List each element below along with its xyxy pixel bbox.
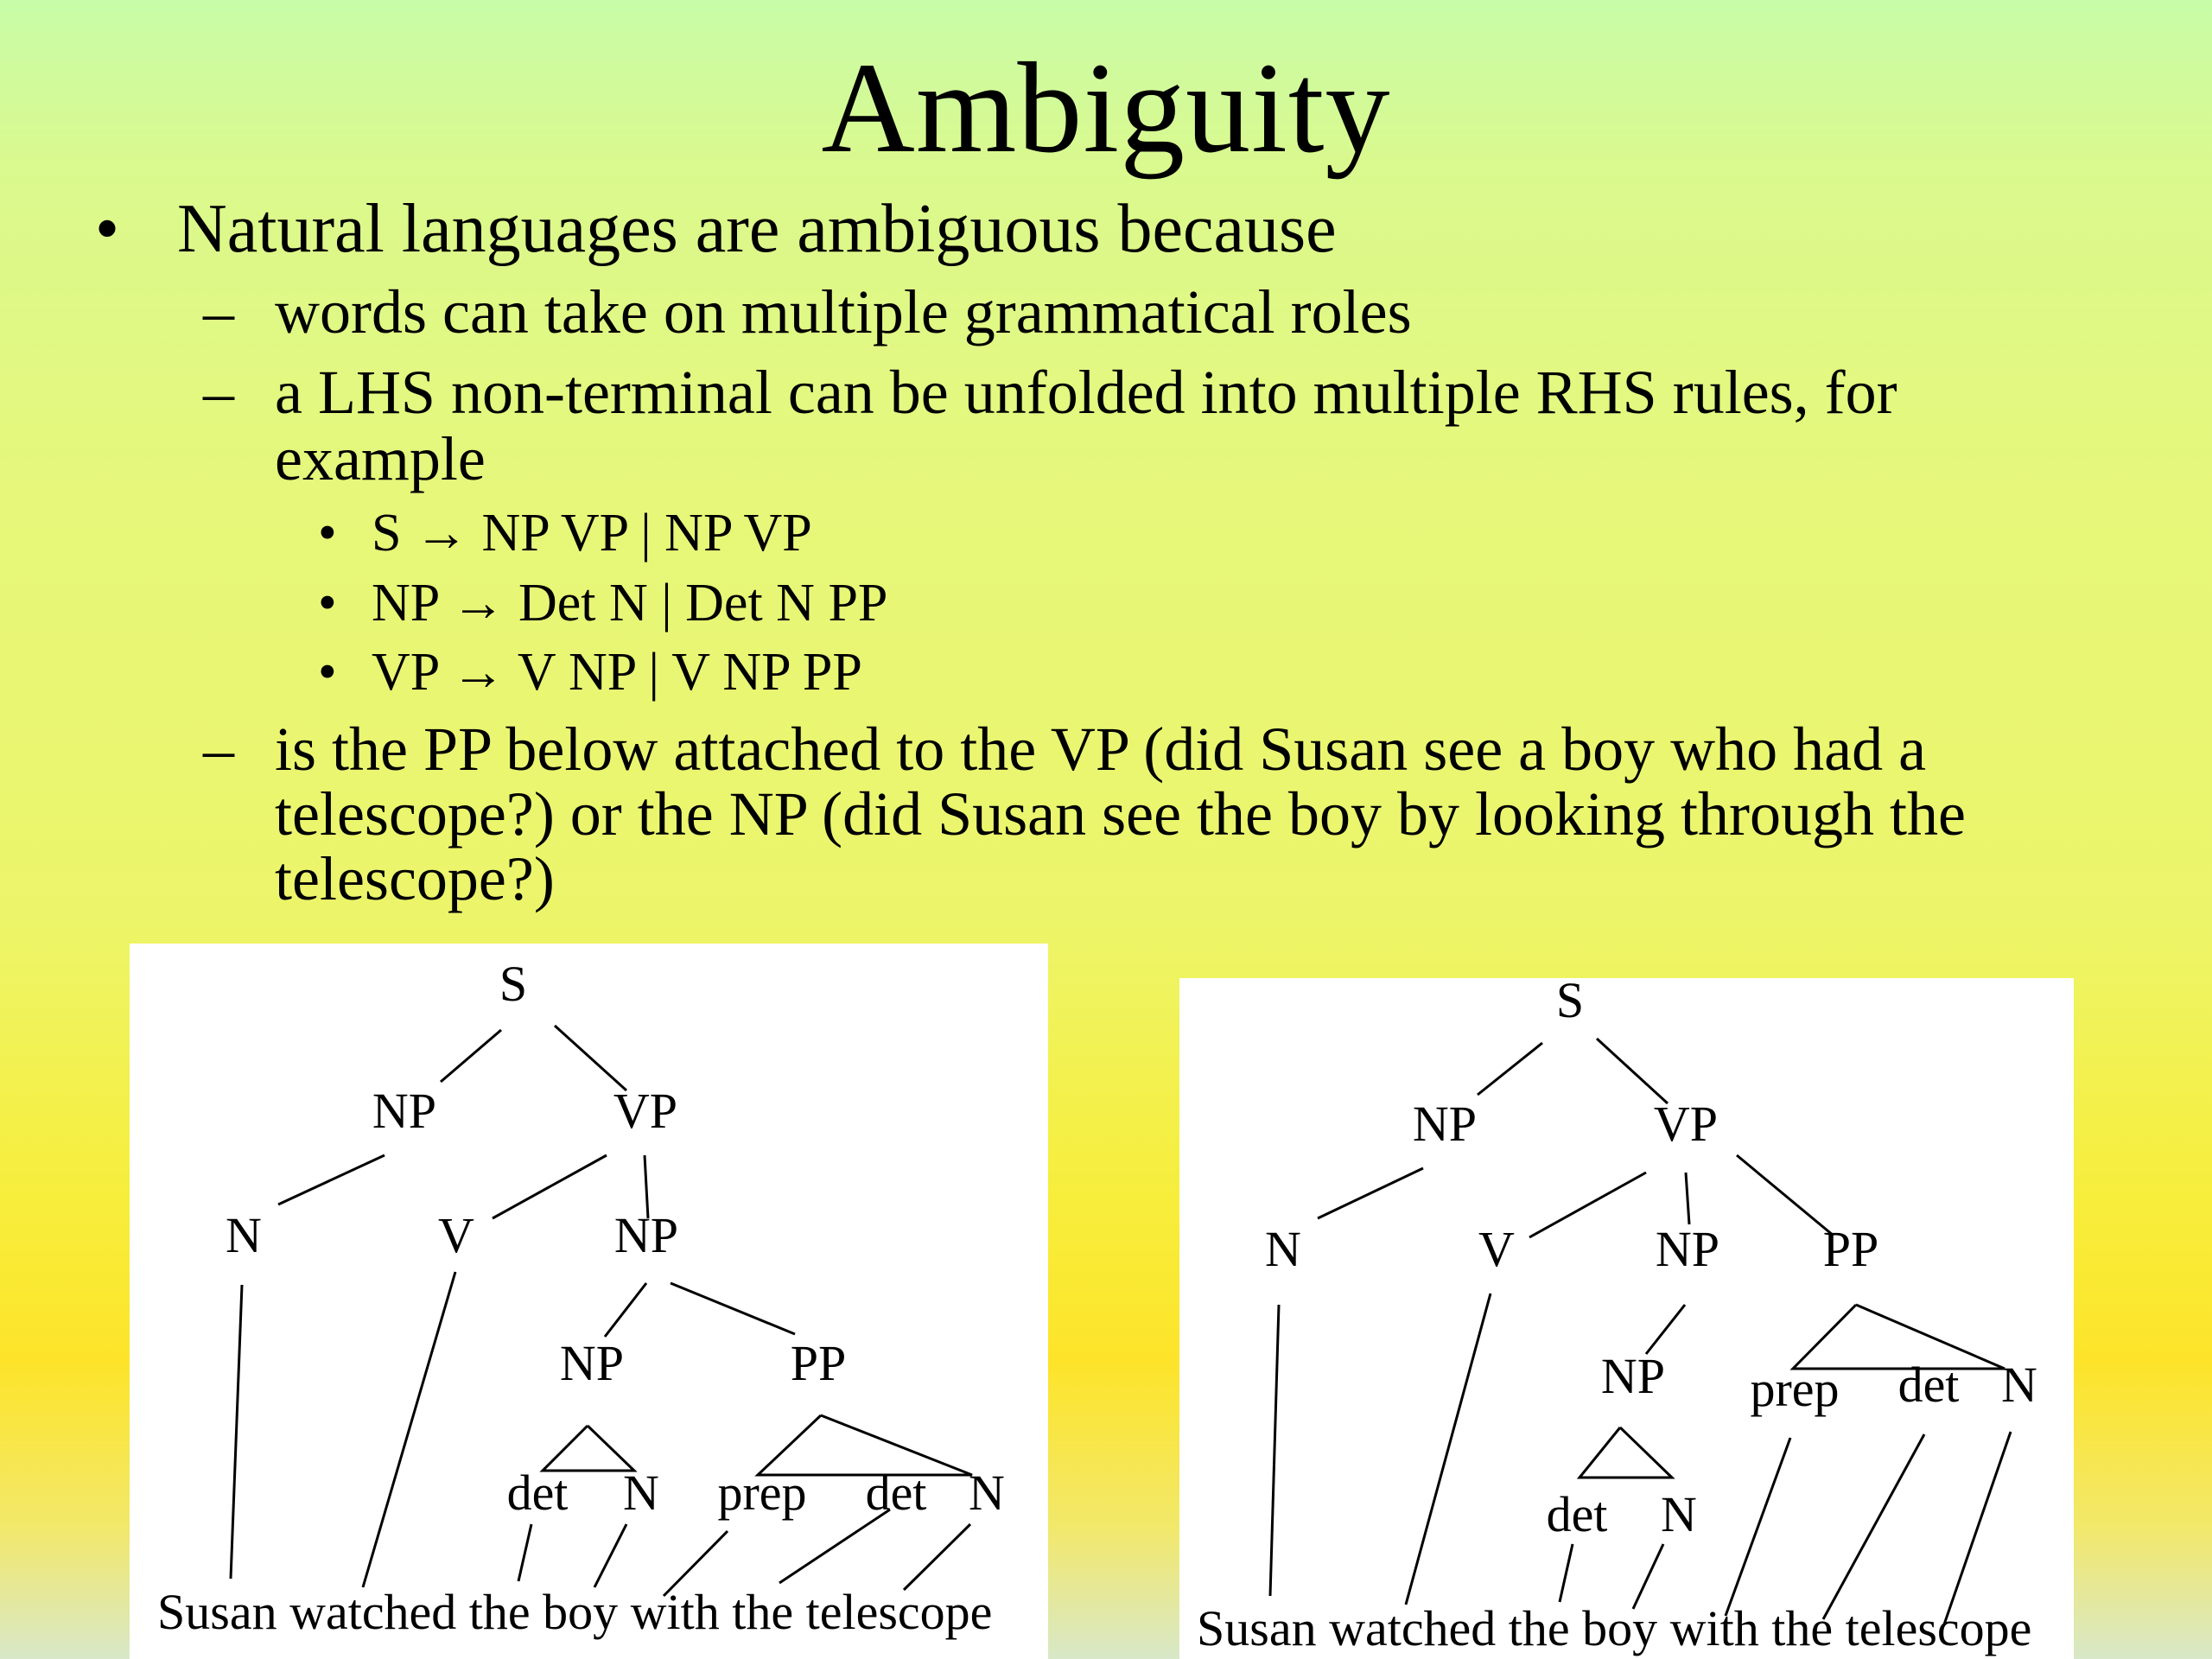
- tree-sentence: Susan watched the boy with the telescope: [1197, 1600, 2031, 1656]
- node-label: det: [507, 1465, 569, 1521]
- node-label: NP: [1413, 1096, 1477, 1152]
- slide-title: Ambiguity: [821, 36, 1391, 180]
- tree-edges: [229, 1024, 973, 1598]
- small-bullet-glyph: •: [318, 574, 337, 632]
- node-label: N: [2001, 1357, 2037, 1413]
- node-label: det: [1547, 1486, 1608, 1542]
- sub-bullet-words: words can take on multiple grammatical r…: [275, 277, 1412, 346]
- parse-tree-left-svg: S NP VP N V NP NP PP det N prep det N Su…: [157, 956, 1005, 1640]
- node-label: N: [1265, 1221, 1301, 1277]
- node-label: PP: [791, 1335, 847, 1391]
- rule-vp: VP → V NP | V NP PP: [372, 643, 862, 702]
- sub-bullet-lhs: a LHS non-terminal can be unfolded into …: [275, 358, 1897, 427]
- node-label: V: [438, 1207, 474, 1263]
- node-label: VP: [613, 1083, 677, 1139]
- rule-s: S → NP VP | NP VP: [372, 504, 812, 563]
- parse-tree-left: S NP VP N V NP NP PP det N prep det N Su…: [130, 944, 1048, 1659]
- question-line-2: telescope?) or the NP (did Susan see the…: [275, 779, 1966, 849]
- dash-glyph: –: [203, 715, 234, 784]
- node-label: N: [623, 1465, 659, 1521]
- node-label: S: [499, 956, 527, 1012]
- bullet-glyph: •: [95, 191, 120, 267]
- node-label: det: [1898, 1357, 1960, 1413]
- node-label: V: [1478, 1221, 1515, 1277]
- small-bullet-glyph: •: [318, 504, 337, 563]
- node-label: N: [969, 1465, 1005, 1521]
- node-label: NP: [1601, 1348, 1665, 1404]
- node-label: NP: [1656, 1221, 1719, 1277]
- tree-sentence: Susan watched the boy with the telescope: [157, 1584, 992, 1640]
- small-bullet-glyph: •: [318, 643, 337, 702]
- node-label: NP: [614, 1207, 678, 1263]
- rule-np: NP → Det N | Det N PP: [372, 574, 888, 632]
- sub-bullet-lhs-cont: example: [275, 424, 486, 493]
- dash-glyph: –: [203, 358, 234, 427]
- tree-node-labels: S NP VP N V NP NP PP det N prep det N: [226, 956, 1005, 1521]
- question-line-3: telescope?): [275, 844, 555, 913]
- node-label: prep: [717, 1465, 806, 1521]
- node-label: NP: [560, 1335, 624, 1391]
- node-label: prep: [1750, 1361, 1839, 1417]
- node-label: VP: [1654, 1096, 1718, 1152]
- node-label: det: [866, 1465, 927, 1521]
- parse-tree-right-svg: S NP VP N V NP PP NP prep det N det N Su…: [1197, 978, 2037, 1656]
- node-label: PP: [1823, 1221, 1879, 1277]
- node-label: S: [1556, 978, 1584, 1028]
- tree-node-labels: S NP VP N V NP PP NP prep det N det N: [1265, 978, 2037, 1542]
- node-label: N: [1661, 1486, 1697, 1542]
- main-bullet-text: Natural languages are ambiguous because: [177, 191, 1337, 267]
- tree-edges: [1268, 1037, 2012, 1625]
- parse-tree-right: S NP VP N V NP PP NP prep det N det N Su…: [1179, 978, 2074, 1659]
- dash-glyph: –: [203, 277, 234, 346]
- node-label: NP: [372, 1083, 436, 1139]
- node-label: N: [226, 1207, 262, 1263]
- question-line-1: is the PP below attached to the VP (did …: [275, 715, 1927, 784]
